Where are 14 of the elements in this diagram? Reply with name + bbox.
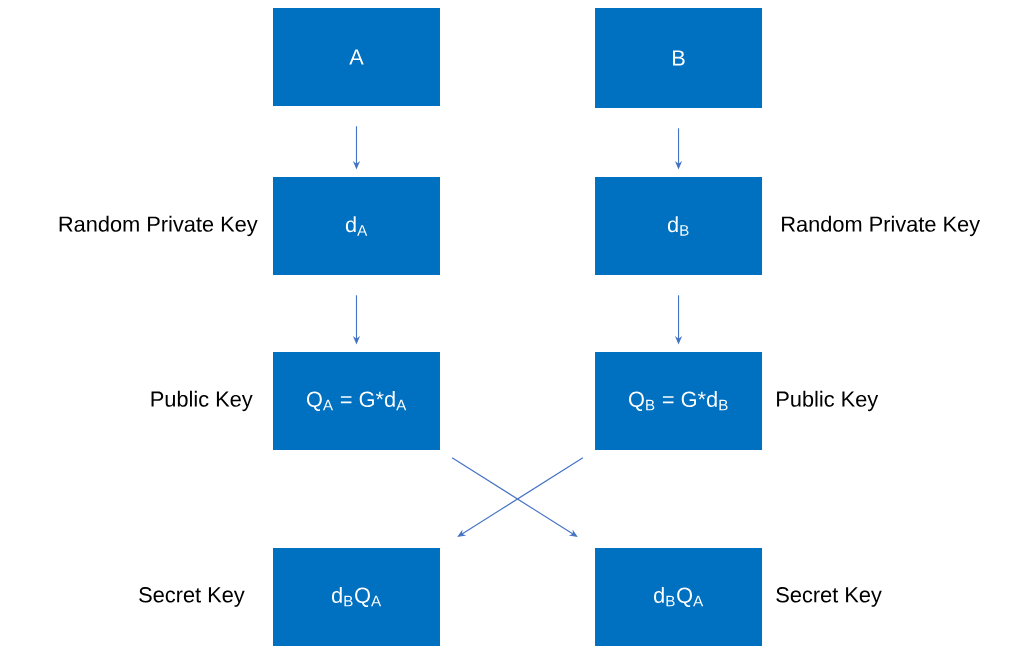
process-box: B xyxy=(595,8,763,108)
process-box: d$_{A}$ xyxy=(273,177,440,275)
side-label: Secret Key xyxy=(776,587,882,607)
side-label: Random Private Key xyxy=(782,215,981,237)
process-box: d$_{B}$ xyxy=(595,177,763,275)
process-box: Q$_{A}$ = G*d$_{A}$ xyxy=(273,352,440,450)
side-label: Random Private Key xyxy=(59,215,258,237)
side-label: Public Key xyxy=(777,390,879,412)
process-box: A xyxy=(273,8,440,106)
process-box: d$_{B}$Q$_{A}$ xyxy=(273,548,440,646)
side-label: Secret Key xyxy=(139,587,245,607)
process-box: d$_{B}$Q$_{A}$ xyxy=(595,548,763,646)
side-label: Public Key xyxy=(151,390,253,412)
process-box: Q$_{B}$ = G*d$_{B}$ xyxy=(595,352,763,450)
